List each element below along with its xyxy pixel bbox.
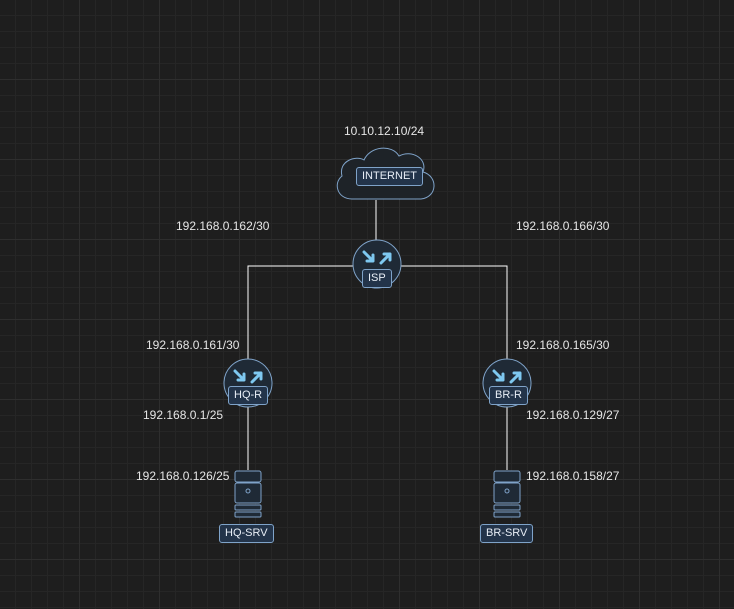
br-r-up-ip-label: 192.168.0.165/30 xyxy=(516,338,610,352)
br-srv-ip-label: 192.168.0.158/27 xyxy=(526,469,620,483)
hq-r-up-ip-label: 192.168.0.161/30 xyxy=(146,338,240,352)
br-srv-label[interactable]: BR-SRV xyxy=(480,524,534,543)
server-icon-hq-srv[interactable] xyxy=(234,470,262,518)
hq-srv-ip-label: 192.168.0.126/25 xyxy=(136,469,230,483)
isp-label[interactable]: ISP xyxy=(362,269,392,288)
internet-label[interactable]: INTERNET xyxy=(356,167,423,186)
isp-left-ip-label: 192.168.0.162/30 xyxy=(176,219,270,233)
hq-r-down-ip-label: 192.168.0.1/25 xyxy=(143,408,224,422)
hq-r-label[interactable]: HQ-R xyxy=(228,386,269,405)
isp-right-ip-label: 192.168.0.166/30 xyxy=(516,219,610,233)
hq-srv-label[interactable]: HQ-SRV xyxy=(219,524,274,543)
link-isp-br-r xyxy=(401,265,508,362)
br-r-label[interactable]: BR-R xyxy=(489,386,528,405)
br-r-down-ip-label: 192.168.0.129/27 xyxy=(526,408,620,422)
internet-ip-label: 10.10.12.10/24 xyxy=(344,124,425,138)
server-icon-br-srv[interactable] xyxy=(493,470,521,518)
link-isp-hq-r xyxy=(247,265,353,362)
